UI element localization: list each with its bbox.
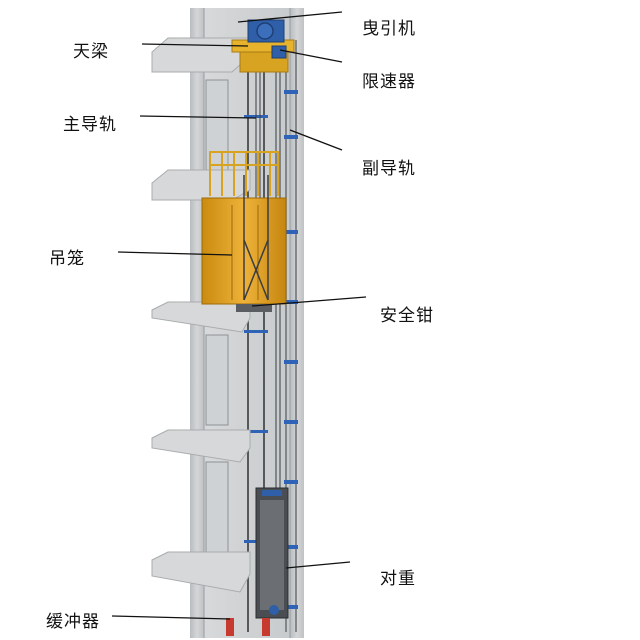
label-aux-guide-rail: 副导轨 bbox=[362, 159, 416, 179]
floor-slabs bbox=[151, 37, 251, 593]
leader-counterweight bbox=[285, 561, 351, 569]
rail-bracket bbox=[284, 360, 298, 364]
leader-aux-guide-rail bbox=[289, 129, 343, 151]
safety-gear bbox=[236, 304, 272, 312]
label-main-guide-rail: 主导轨 bbox=[63, 115, 117, 135]
floor-slab bbox=[151, 551, 251, 593]
label-counterweight: 对重 bbox=[380, 569, 416, 589]
leader-safety-gear bbox=[251, 296, 367, 307]
rail-bracket bbox=[284, 420, 298, 424]
buffer bbox=[262, 618, 270, 636]
counterweight-block bbox=[260, 500, 284, 610]
cage-mast bbox=[243, 175, 269, 301]
leader-speed-governor bbox=[279, 49, 343, 63]
shaft-right-wall bbox=[290, 8, 304, 638]
counterweight-cap bbox=[262, 490, 282, 496]
label-cage: 吊笼 bbox=[49, 249, 85, 269]
landing-door bbox=[205, 334, 229, 426]
leader-traction-machine bbox=[237, 11, 343, 23]
floor-slab bbox=[151, 301, 251, 333]
buffer bbox=[226, 618, 234, 636]
label-top-beam: 天梁 bbox=[73, 42, 109, 62]
label-safety-gear: 安全钳 bbox=[380, 306, 434, 326]
rail-bracket bbox=[284, 605, 298, 609]
rail-bracket bbox=[284, 230, 298, 234]
cage-top-railing bbox=[209, 151, 279, 196]
floor-slab bbox=[151, 169, 251, 201]
rail-bracket bbox=[284, 135, 298, 139]
floor-slab bbox=[151, 429, 251, 463]
landing-door bbox=[205, 461, 229, 553]
rail-bracket bbox=[284, 90, 298, 94]
rail-bracket bbox=[244, 430, 268, 433]
leader-cage bbox=[117, 251, 233, 256]
label-traction-machine: 曳引机 bbox=[362, 19, 416, 39]
traction-sheave bbox=[256, 22, 274, 40]
rail-bracket bbox=[284, 545, 298, 549]
leader-main-guide-rail bbox=[139, 115, 257, 119]
label-buffer: 缓冲器 bbox=[46, 612, 100, 632]
speed-governor bbox=[271, 45, 287, 59]
speed-governor-body bbox=[271, 45, 287, 59]
counterweight bbox=[255, 487, 289, 619]
traction-machine bbox=[247, 19, 285, 43]
rail-bracket bbox=[284, 480, 298, 484]
pit-sheave bbox=[269, 605, 279, 615]
rail-bracket bbox=[284, 300, 298, 304]
leader-buffer bbox=[111, 615, 231, 620]
leader-lines bbox=[111, 11, 367, 620]
rail-bracket bbox=[244, 330, 268, 333]
leader-top-beam bbox=[141, 43, 249, 47]
cage bbox=[201, 151, 287, 305]
buffers bbox=[226, 605, 279, 636]
label-speed-governor: 限速器 bbox=[362, 72, 416, 92]
